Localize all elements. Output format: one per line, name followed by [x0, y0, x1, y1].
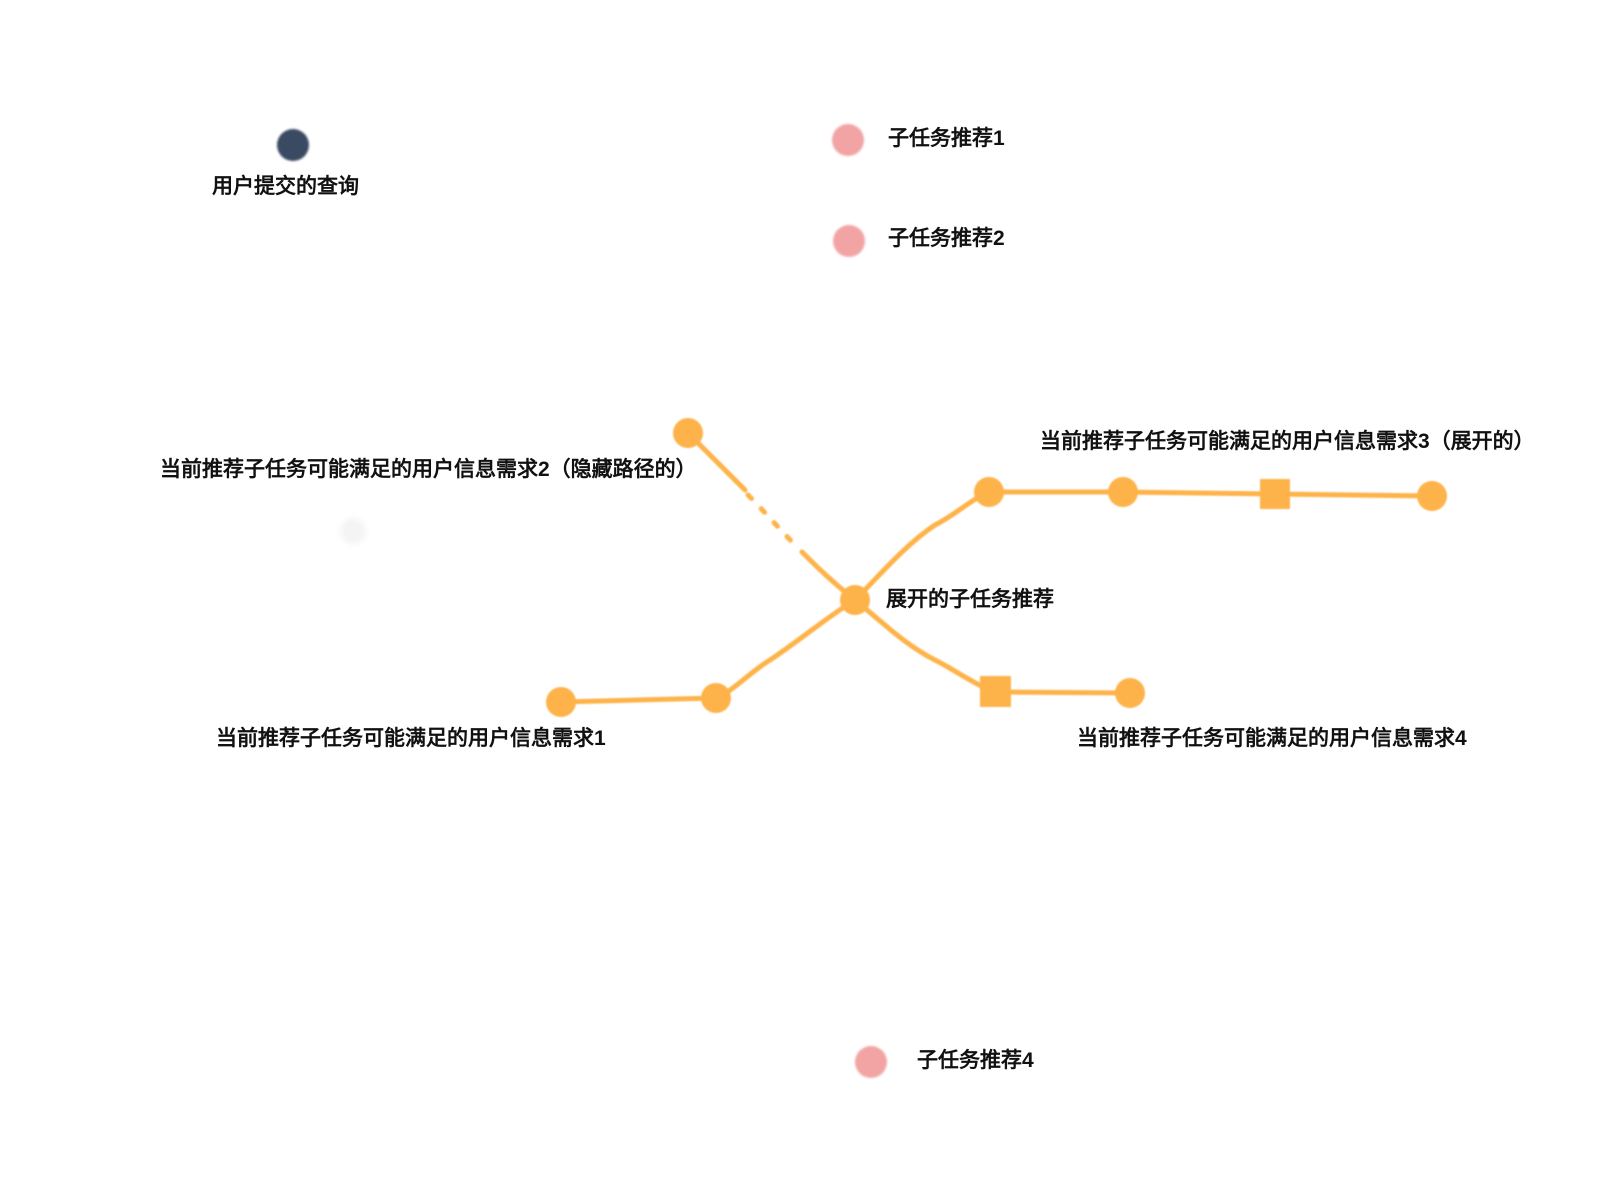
need2-node[interactable]: [673, 418, 703, 448]
subtask4-dot: [855, 1046, 887, 1078]
need4-node-end[interactable]: [1115, 678, 1145, 708]
center-label: 展开的子任务推荐: [886, 588, 1054, 611]
subtask2-dot: [833, 225, 865, 257]
need1-node-end[interactable]: [546, 687, 576, 717]
subtask2-label: 子任务推荐2: [888, 227, 1005, 250]
branch-need1: [558, 597, 858, 705]
center-node[interactable]: [840, 585, 870, 615]
need3-label: 当前推荐子任务可能满足的用户信息需求3（展开的）: [1040, 430, 1535, 453]
need4-label: 当前推荐子任务可能满足的用户信息需求4: [1077, 727, 1467, 750]
need1-node-a[interactable]: [701, 683, 731, 713]
user-query-dot: [277, 129, 309, 161]
need4-square-node[interactable]: [980, 676, 1011, 707]
need3-square-node[interactable]: [1260, 479, 1290, 509]
subtask1-label: 子任务推荐1: [888, 127, 1005, 150]
branch-need2-dashed: [745, 492, 803, 553]
need3-node-a[interactable]: [974, 477, 1004, 507]
need1-label: 当前推荐子任务可能满足的用户信息需求1: [216, 727, 606, 750]
branch-need3: [852, 489, 1435, 603]
subtask4-label: 子任务推荐4: [917, 1049, 1034, 1072]
subtask1-dot: [832, 124, 864, 156]
faint-dot: [340, 518, 366, 544]
user-query-label: 用户提交的查询: [212, 175, 359, 198]
need3-node-end[interactable]: [1417, 481, 1447, 511]
need2-label: 当前推荐子任务可能满足的用户信息需求2（隐藏路径的）: [160, 458, 697, 481]
path-nodes: [546, 418, 1447, 717]
need3-node-b[interactable]: [1108, 477, 1138, 507]
